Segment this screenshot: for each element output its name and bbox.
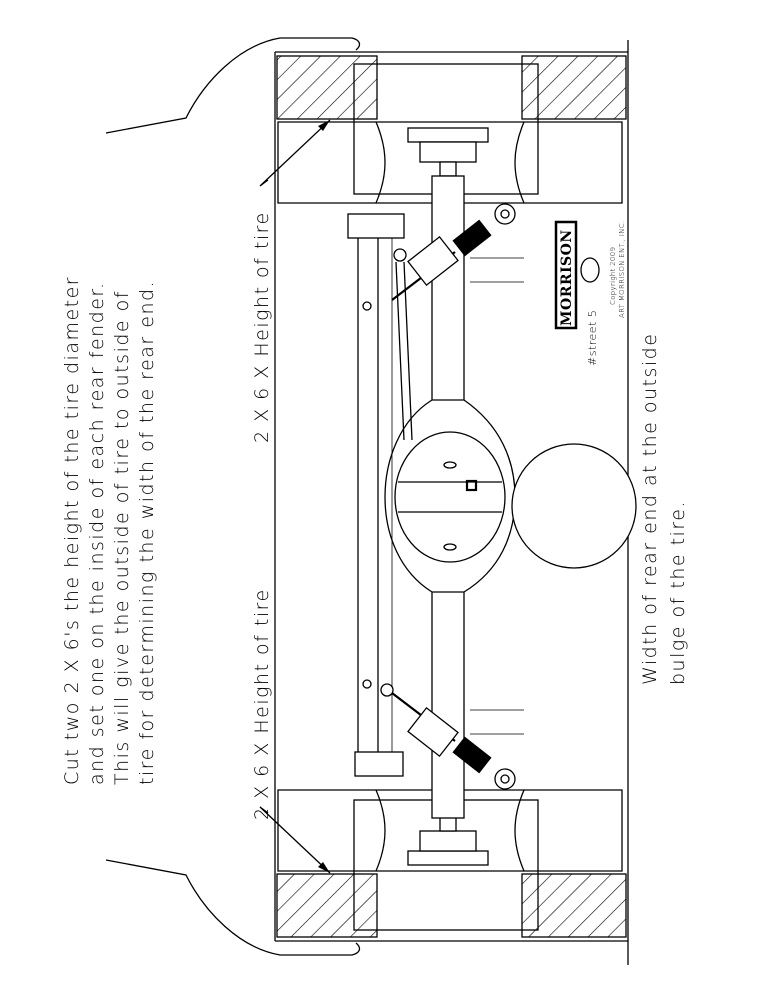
shock-top xyxy=(391,203,516,301)
instruction-line-2: and set one on the inside of each rear f… xyxy=(86,281,108,785)
leader-top xyxy=(259,119,331,187)
panhard-bar xyxy=(403,261,413,441)
instruction-line-1: Cut two 2 X 6's the height of the tire d… xyxy=(61,276,83,785)
instruction-line-3: This will give the outside of tire to ou… xyxy=(111,290,133,785)
board-label-top: 2 X 6 X Height of tire xyxy=(251,211,273,443)
crossmember xyxy=(347,213,405,777)
panhard-bar-edge xyxy=(395,261,405,441)
logo-brand: MORRISON xyxy=(559,229,575,326)
axle-tube-top xyxy=(431,175,465,407)
board-top xyxy=(276,55,627,120)
logo-copyright-1: Copyright 2009 xyxy=(609,247,617,305)
shock-bottom xyxy=(380,683,516,790)
pinion-circle xyxy=(511,443,637,569)
hub-bottom xyxy=(407,816,489,866)
logo-copyright-2: ART MORRISON ENT., INC. xyxy=(618,221,626,319)
instruction-text: Cut two 2 X 6's the height of the tire d… xyxy=(61,276,158,785)
axle-tube-bottom xyxy=(431,587,465,819)
tire-top xyxy=(277,121,623,204)
logo-model: #street 5 xyxy=(586,310,599,366)
fender-bottom xyxy=(105,859,361,956)
morrison-logo: MORRISON #street 5 Copyright 2009 ART MO… xyxy=(554,221,626,366)
board-label-bottom: 2 X 6 X Height of tire xyxy=(251,588,273,820)
hub-top xyxy=(407,127,489,177)
instruction-line-4: tire for determining the width of the re… xyxy=(136,280,158,785)
width-note-line-1: Width of rear end at the outside xyxy=(639,333,661,685)
fender-top xyxy=(105,37,361,134)
differential xyxy=(384,399,516,593)
leader-bottom xyxy=(259,806,331,874)
brackets xyxy=(470,257,524,735)
width-note-line-2: bulge of the tire. xyxy=(667,500,689,685)
tire-bottom xyxy=(277,789,623,872)
board-bottom xyxy=(276,873,627,938)
